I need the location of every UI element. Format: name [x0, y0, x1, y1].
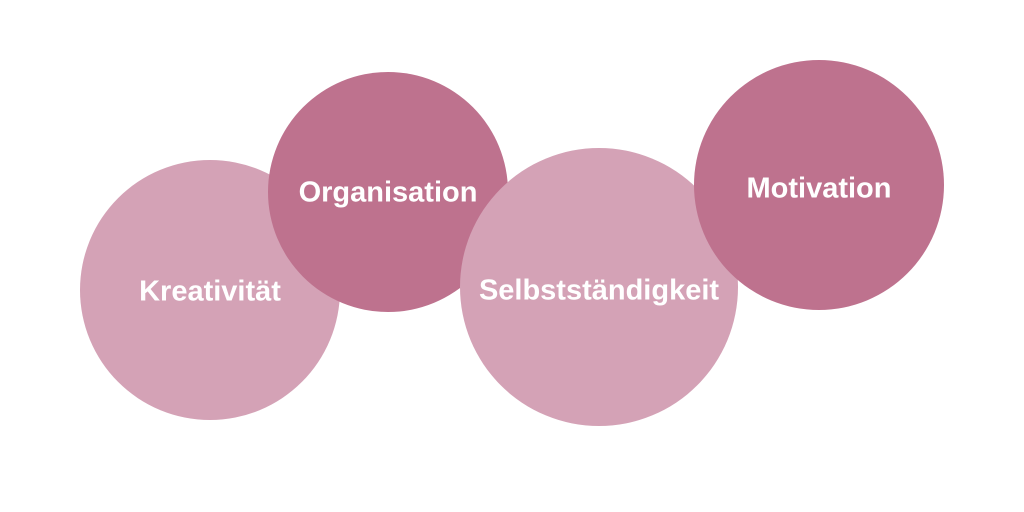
- circle-selbststaendigkeit: [460, 148, 738, 426]
- label-motivation: Motivation: [746, 172, 892, 205]
- circle-motivation: [694, 60, 944, 310]
- label-selbststaendigkeit: Selbstständigkeit: [478, 274, 720, 307]
- label-organisation: Organisation: [298, 176, 478, 209]
- label-kreativitaet: Kreativität: [139, 275, 281, 308]
